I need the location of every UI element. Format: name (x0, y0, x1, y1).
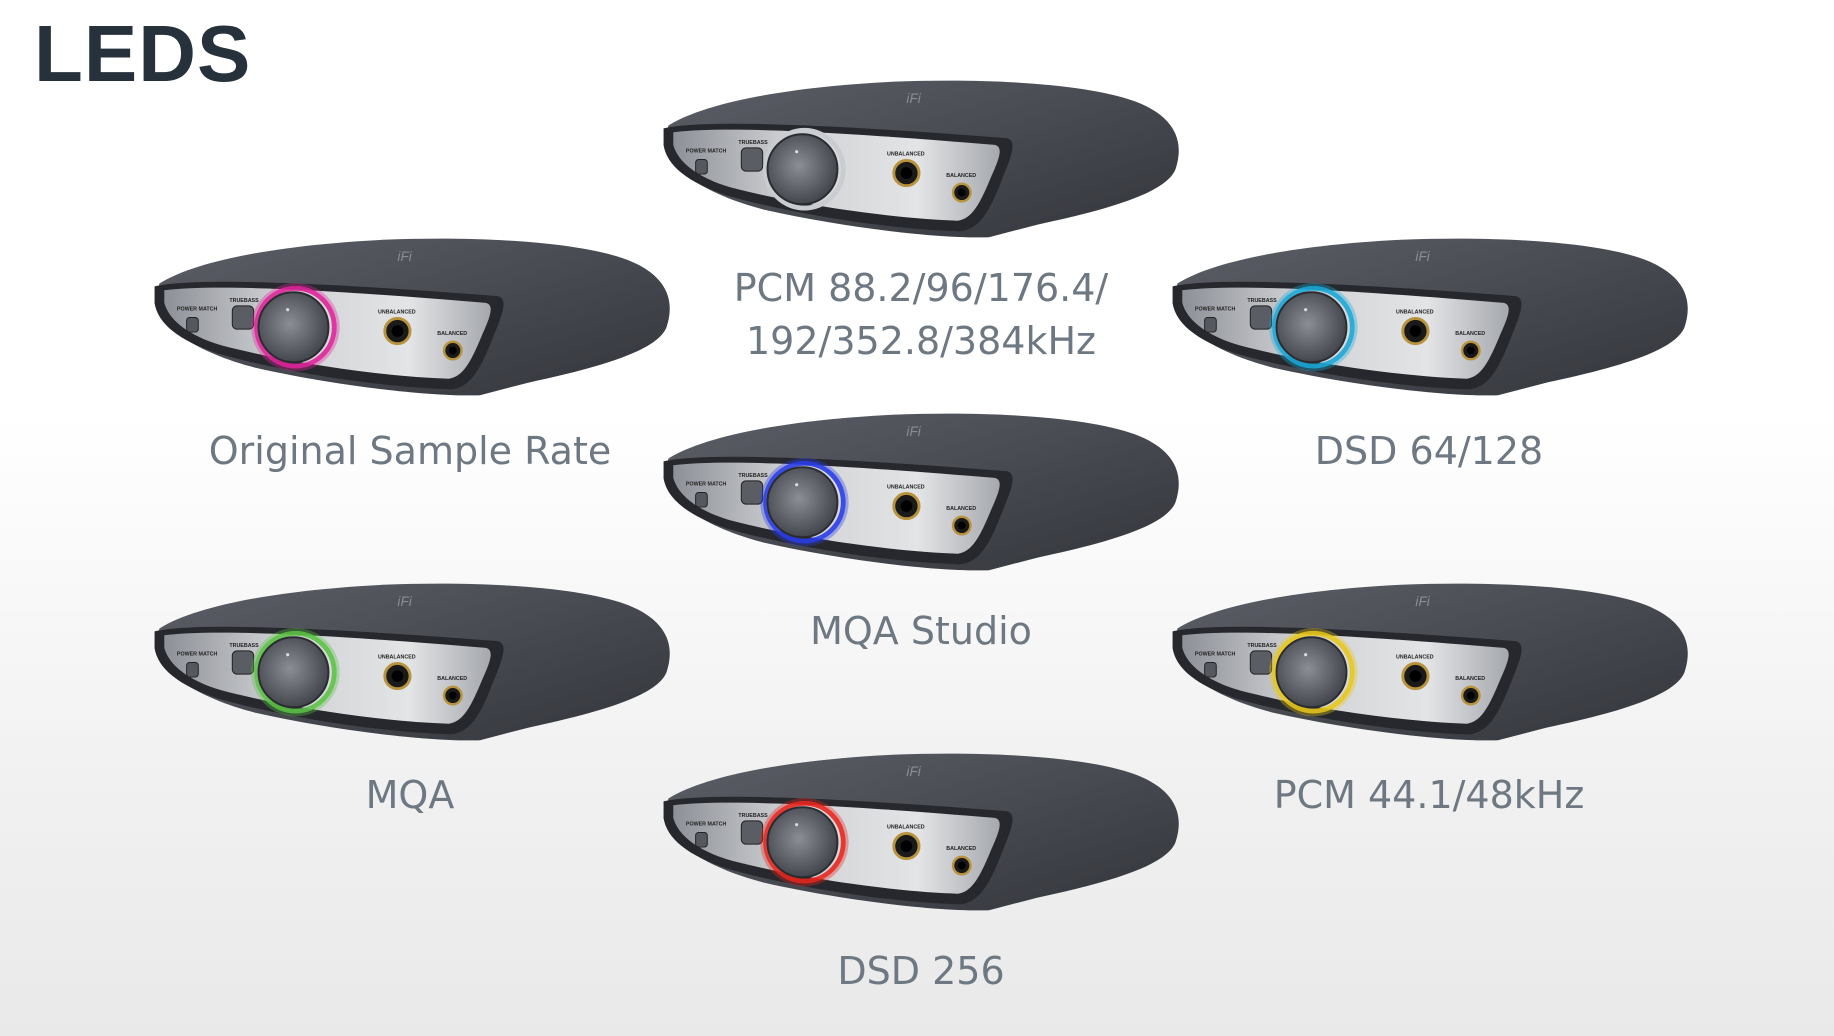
truebass-button (740, 820, 764, 845)
svg-text:BALANCED: BALANCED (946, 173, 976, 179)
label-pcm-44-48: PCM 44.1/48kHz (1273, 773, 1585, 817)
device-mqa-studio: iFi POWER MATCH TRUEBASS UNBALANCED BALA… (649, 405, 1193, 580)
svg-text:UNBALANCED: UNBALANCED (378, 310, 416, 316)
svg-text:TRUEBASS: TRUEBASS (738, 140, 768, 146)
svg-text:UNBALANCED: UNBALANCED (887, 825, 925, 831)
label-line: 192/352.8/384kHz (746, 319, 1096, 363)
device-mqa: iFi POWER MATCH TRUEBASS UNBALANCED BALA… (140, 575, 684, 750)
label-line: PCM 88.2/96/176.4/ (733, 266, 1109, 310)
svg-text:BALANCED: BALANCED (946, 846, 976, 852)
svg-text:TRUEBASS: TRUEBASS (738, 473, 768, 479)
svg-text:UNBALANCED: UNBALANCED (1396, 310, 1434, 316)
label-mqa: MQA (365, 773, 455, 817)
svg-text:POWER MATCH: POWER MATCH (177, 652, 218, 658)
page-title: LEDS (34, 9, 252, 98)
label-dsd-256: DSD 256 (837, 949, 1005, 993)
device-pcm-44-48: iFi POWER MATCH TRUEBASS UNBALANCED BALA… (1158, 575, 1702, 750)
led-ring (1272, 285, 1355, 369)
led-ring (763, 127, 846, 211)
logo: iFi (906, 764, 921, 779)
svg-text:POWER MATCH: POWER MATCH (1195, 307, 1236, 313)
dac-device-image: iFi POWER MATCH TRUEBASS UNBALANCED BALA… (1172, 238, 1688, 396)
device-pcm-high: iFi POWER MATCH TRUEBASS UNBALANCED BALA… (649, 72, 1193, 247)
svg-text:POWER MATCH: POWER MATCH (686, 149, 727, 155)
led-ring (254, 630, 337, 714)
truebass-button (231, 305, 255, 330)
svg-text:UNBALANCED: UNBALANCED (887, 152, 925, 158)
dac-device-image: iFi POWER MATCH TRUEBASS UNBALANCED BALA… (1172, 583, 1688, 741)
dac-device-image: iFi POWER MATCH TRUEBASS UNBALANCED BALA… (154, 583, 670, 741)
logo: iFi (1415, 249, 1430, 264)
truebass-button (1249, 305, 1273, 330)
led-ring (254, 285, 337, 369)
device-original-sample-rate: iFi POWER MATCH TRUEBASS UNBALANCED BALA… (140, 230, 684, 405)
volume-knob (766, 133, 839, 206)
svg-text:POWER MATCH: POWER MATCH (1195, 652, 1236, 658)
dac-device-image: iFi POWER MATCH TRUEBASS UNBALANCED BALA… (663, 413, 1179, 571)
svg-text:BALANCED: BALANCED (437, 331, 467, 337)
volume-knob (766, 466, 839, 539)
svg-text:UNBALANCED: UNBALANCED (887, 485, 925, 491)
logo: iFi (397, 249, 412, 264)
led-ring (763, 800, 846, 884)
svg-text:POWER MATCH: POWER MATCH (686, 482, 727, 488)
power-match-button (1204, 662, 1217, 678)
power-match-button (695, 159, 708, 175)
dac-device-image: iFi POWER MATCH TRUEBASS UNBALANCED BALA… (663, 753, 1179, 911)
truebass-button (1249, 650, 1273, 675)
device-dsd-256: iFi POWER MATCH TRUEBASS UNBALANCED BALA… (649, 745, 1193, 920)
led-ring (763, 460, 846, 544)
truebass-button (740, 480, 764, 505)
svg-text:TRUEBASS: TRUEBASS (1247, 298, 1277, 304)
svg-text:TRUEBASS: TRUEBASS (229, 298, 259, 304)
led-ring (1272, 630, 1355, 714)
logo: iFi (1415, 594, 1430, 609)
label-original-sample-rate: Original Sample Rate (208, 429, 612, 473)
logo: iFi (906, 91, 921, 106)
svg-text:UNBALANCED: UNBALANCED (1396, 655, 1434, 661)
dac-device-image: iFi POWER MATCH TRUEBASS UNBALANCED BALA… (663, 80, 1179, 238)
logo: iFi (906, 424, 921, 439)
svg-text:TRUEBASS: TRUEBASS (1247, 643, 1277, 649)
label-pcm-high: PCM 88.2/96/176.4/ 192/352.8/384kHz (734, 262, 1108, 368)
device-dsd-64-128: iFi POWER MATCH TRUEBASS UNBALANCED BALA… (1158, 230, 1702, 405)
svg-text:TRUEBASS: TRUEBASS (738, 813, 768, 819)
power-match-button (695, 492, 708, 508)
volume-knob (257, 291, 330, 364)
volume-knob (1275, 291, 1348, 364)
power-match-button (186, 662, 199, 678)
power-match-button (695, 832, 708, 848)
logo: iFi (397, 594, 412, 609)
label-mqa-studio: MQA Studio (810, 609, 1032, 653)
svg-text:TRUEBASS: TRUEBASS (229, 643, 259, 649)
dac-device-image: iFi POWER MATCH TRUEBASS UNBALANCED BALA… (154, 238, 670, 396)
power-match-button (186, 317, 199, 333)
svg-text:UNBALANCED: UNBALANCED (378, 655, 416, 661)
truebass-button (231, 650, 255, 675)
svg-text:BALANCED: BALANCED (437, 676, 467, 682)
svg-text:POWER MATCH: POWER MATCH (686, 822, 727, 828)
svg-text:BALANCED: BALANCED (1455, 331, 1485, 337)
svg-text:BALANCED: BALANCED (946, 506, 976, 512)
volume-knob (1275, 636, 1348, 709)
svg-text:BALANCED: BALANCED (1455, 676, 1485, 682)
label-dsd-64-128: DSD 64/128 (1314, 429, 1544, 473)
truebass-button (740, 147, 764, 172)
power-match-button (1204, 317, 1217, 333)
svg-text:POWER MATCH: POWER MATCH (177, 307, 218, 313)
volume-knob (766, 806, 839, 879)
volume-knob (257, 636, 330, 709)
